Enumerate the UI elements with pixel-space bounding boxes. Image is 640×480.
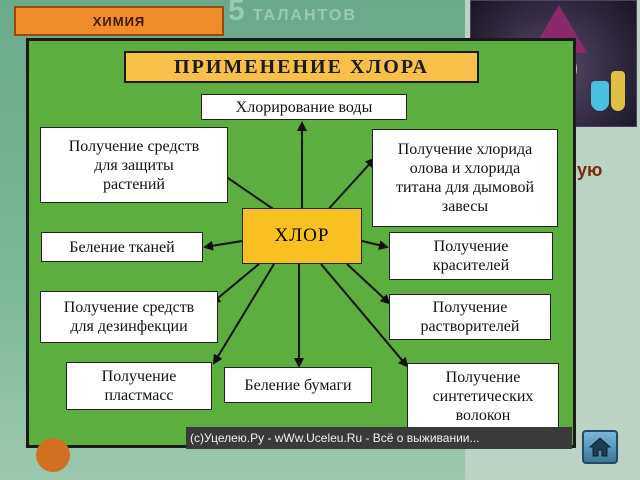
node-solvents: Получение растворителей	[389, 294, 551, 340]
arrow-to-dyes	[361, 240, 389, 250]
center-node-chlorine: ХЛОР	[242, 208, 362, 264]
background-title-number: 5	[228, 0, 245, 27]
background-title-word: ТАЛАНТОВ	[252, 7, 357, 24]
arrow-to-solvents	[346, 263, 391, 305]
flask-icon	[611, 71, 625, 111]
subject-tab[interactable]: ХИМИЯ	[14, 6, 224, 36]
background-title: 5 ТАЛАНТОВ	[228, 0, 357, 28]
watermark-bar: (c)Уцелею.Ру - wWw.Uceleu.Ru - Всё о выж…	[186, 427, 572, 449]
node-water-chlorination: Хлорирование воды	[201, 94, 407, 120]
arrow-to-disinfectants	[210, 263, 260, 305]
node-disinfectants: Получение средств для дезинфекции	[40, 291, 218, 343]
home-button[interactable]	[582, 430, 618, 464]
chlorine-uses-diagram: ПРИМЕНЕНИЕ ХЛОРА Хлорирование воды Получ…	[26, 38, 576, 448]
node-plastics: Получение пластмасс	[66, 362, 212, 410]
flask-icon	[591, 81, 609, 111]
node-plant-protection: Получение средств для защиты растений	[40, 127, 228, 203]
node-paper-bleaching: Беление бумаги	[224, 367, 372, 403]
diagram-title: ПРИМЕНЕНИЕ ХЛОРА	[124, 51, 479, 83]
mascot-icon	[36, 438, 70, 472]
home-icon	[588, 437, 612, 457]
background-peek-text: ую	[577, 160, 603, 180]
arrow-to-synthetic-fibers	[320, 263, 409, 368]
node-fabric-bleaching: Беление тканей	[41, 232, 203, 262]
node-synthetic-fibers: Получение синтетических волокон	[407, 363, 559, 429]
node-dyes: Получение красителей	[389, 232, 553, 280]
arrow-to-plastics	[212, 263, 275, 365]
arrow-to-tin-titanium-chlorides	[324, 157, 376, 214]
arrow-to-fabric-bleaching	[203, 240, 243, 251]
node-tin-titanium-chlorides: Получение хлорида олова и хлорида титана…	[372, 129, 558, 227]
